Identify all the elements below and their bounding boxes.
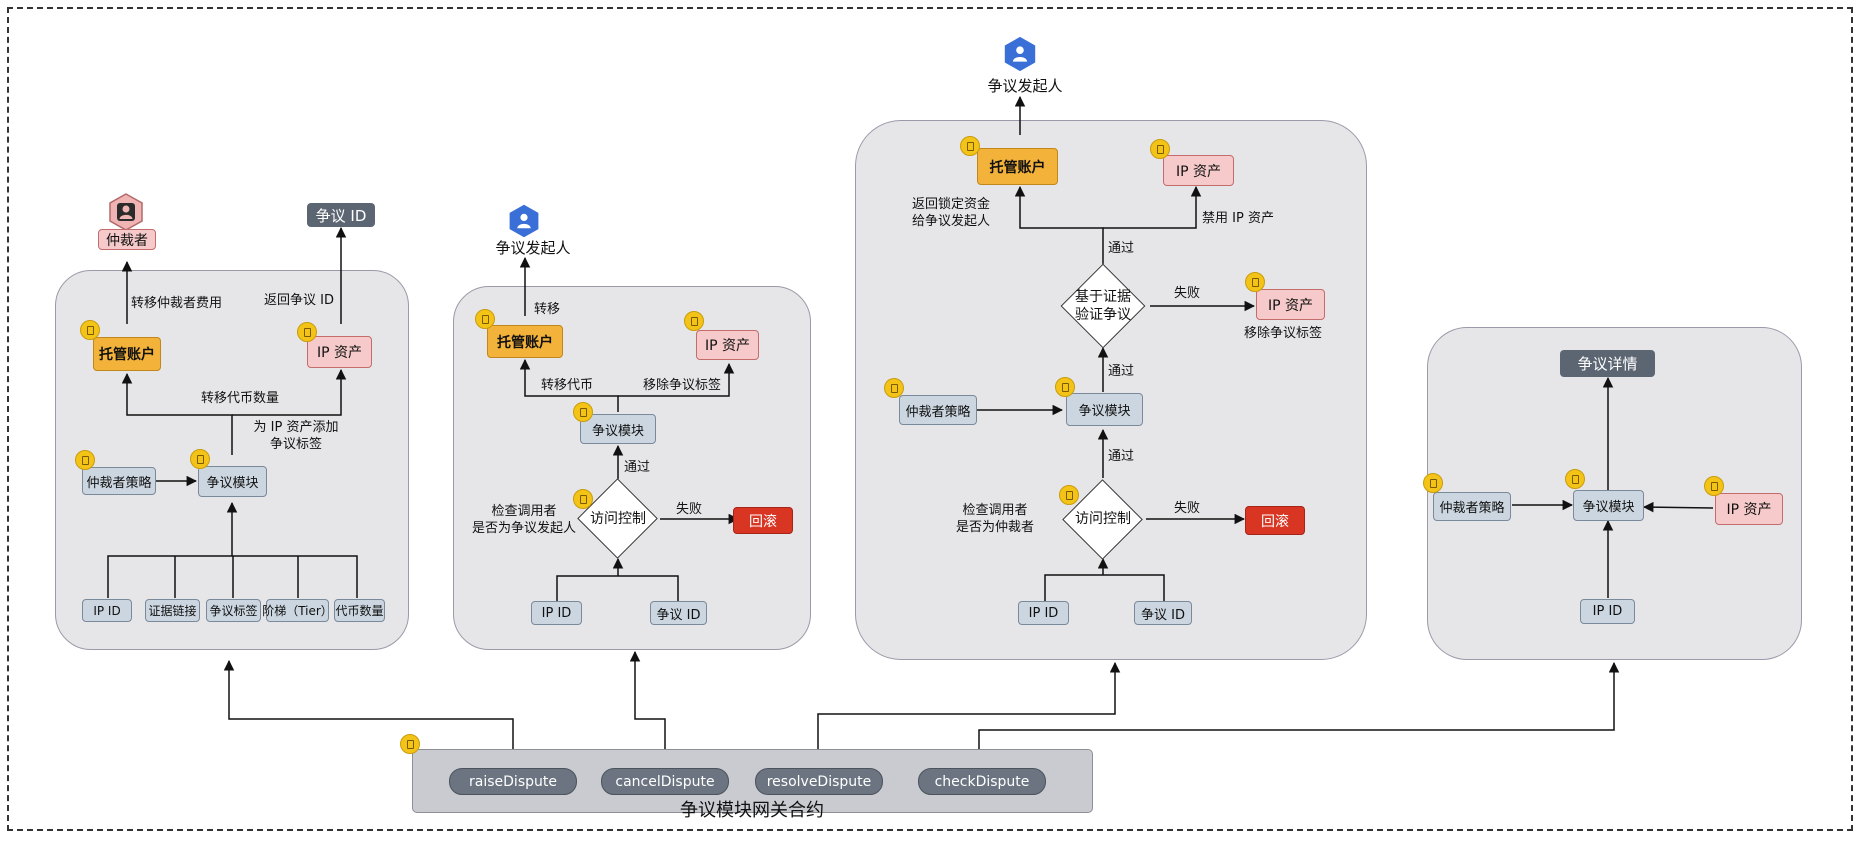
cancel-initiator-user-icon [506,203,542,243]
label-resolve-fail-top: 失败 [1174,286,1201,301]
raise-dispute-module: 争议模块 [198,466,267,497]
check-dispute-button[interactable]: checkDispute [918,768,1046,795]
resolve-input-dispute-id: 争议 ID [1134,601,1192,625]
label-cancel-transfer: 转移 [534,302,561,317]
contract-icon [960,136,980,156]
cancel-dispute-module: 争议模块 [580,414,656,444]
contract-icon [1704,476,1724,496]
raise-input-tier: 阶梯（Tier） [262,599,333,622]
contract-icon [75,450,95,470]
contract-icon [190,449,210,469]
raise-input-token-amount: 代币数量 [334,599,385,622]
diagram-border [7,7,1853,831]
resolve-access-control-label: 访问控制 [1075,511,1131,527]
contract-icon [573,402,593,422]
contract-icon [1245,272,1265,292]
label-cancel-transfer-tokens: 转移代币 [541,378,594,393]
contract-icon [684,311,704,331]
label-resolve-pass-mid: 通过 [1108,364,1135,379]
contract-icon [1565,469,1585,489]
label-cancel-pass: 通过 [624,460,651,475]
check-ip-asset: IP 资产 [1715,493,1783,525]
label-resolve-pass-low: 通过 [1108,449,1135,464]
verify-dispute-label: 基于证据 验证争议 [1075,289,1131,323]
contract-icon [400,734,420,754]
dispute-id-output: 争议 ID [307,203,375,227]
resolve-initiator-label: 争议发起人 [987,77,1063,95]
label-cancel-check-caller: 检查调用者 是否为争议发起人 [472,504,577,536]
contract-icon [1423,473,1443,493]
cancel-dispute-button[interactable]: cancelDispute [601,768,729,795]
cancel-initiator-label: 争议发起人 [495,239,571,257]
label-resolve-remove-tag: 移除争议标签 [1244,326,1323,341]
cancel-ip-asset: IP 资产 [696,330,759,360]
raise-input-dispute-tag: 争议标签 [206,599,261,622]
label-cancel-remove-tag: 移除争议标签 [643,378,722,393]
raise-arbitrator-policy: 仲裁者策略 [82,467,156,495]
label-resolve-pass-top: 通过 [1108,241,1135,256]
raise-dispute-button[interactable]: raiseDispute [449,768,577,795]
label-return-locked-funds: 返回锁定资金 给争议发起人 [912,197,991,229]
cancel-input-dispute-id: 争议 ID [650,601,707,625]
label-cancel-fail: 失败 [676,502,703,517]
label-return-id: 返回争议 ID [264,293,334,308]
resolve-ip-asset: IP 资产 [1163,155,1234,186]
contract-icon [1150,139,1170,159]
resolve-escrow-account: 托管账户 [977,148,1058,185]
resolve-arbitrator-policy: 仲裁者策略 [899,395,977,425]
contract-icon [573,489,593,509]
dispute-details-output: 争议详情 [1560,350,1655,377]
resolve-panel [855,120,1367,660]
check-arbitrator-policy: 仲裁者策略 [1433,492,1511,521]
contract-icon [297,322,317,342]
label-transfer-fee: 转移仲裁者费用 [131,296,223,311]
label-resolve-check-caller: 检查调用者 是否为仲裁者 [956,503,1035,535]
arbitrator-label: 仲裁者 [98,229,156,250]
label-add-tag: 为 IP 资产添加 争议标签 [253,420,339,452]
check-input-ip-id: IP ID [1580,599,1635,624]
resolve-initiator-user-icon [1001,35,1039,77]
label-resolve-fail: 失败 [1174,501,1201,516]
resolve-dispute-button[interactable]: resolveDispute [755,768,883,795]
label-disable-ip: 禁用 IP 资产 [1202,211,1274,226]
cancel-input-ip-id: IP ID [531,601,582,625]
cancel-escrow-account: 托管账户 [487,325,563,358]
resolve-dispute-module: 争议模块 [1066,393,1143,426]
resolve-input-ip-id: IP ID [1018,601,1069,625]
cancel-access-control-label: 访问控制 [590,511,646,527]
contract-icon [884,378,904,398]
cancel-rollback: 回滚 [733,507,793,534]
raise-input-evidence-link: 证据链接 [145,599,200,622]
raise-escrow-account: 托管账户 [93,337,161,371]
contract-icon [1059,485,1079,505]
resolve-rollback: 回滚 [1245,506,1305,535]
raise-panel [55,270,409,650]
arbitrator-user-icon [106,192,146,236]
contract-icon [80,320,100,340]
raise-input-ip-id: IP ID [82,599,132,622]
check-dispute-module: 争议模块 [1573,490,1644,521]
resolve-ip-asset-2: IP 资产 [1256,289,1325,320]
gateway-title: 争议模块网关合约 [680,800,824,821]
raise-ip-asset: IP 资产 [307,336,372,368]
label-transfer-tokens: 转移代币数量 [201,391,280,406]
contract-icon [1055,377,1075,397]
contract-icon [475,309,495,329]
